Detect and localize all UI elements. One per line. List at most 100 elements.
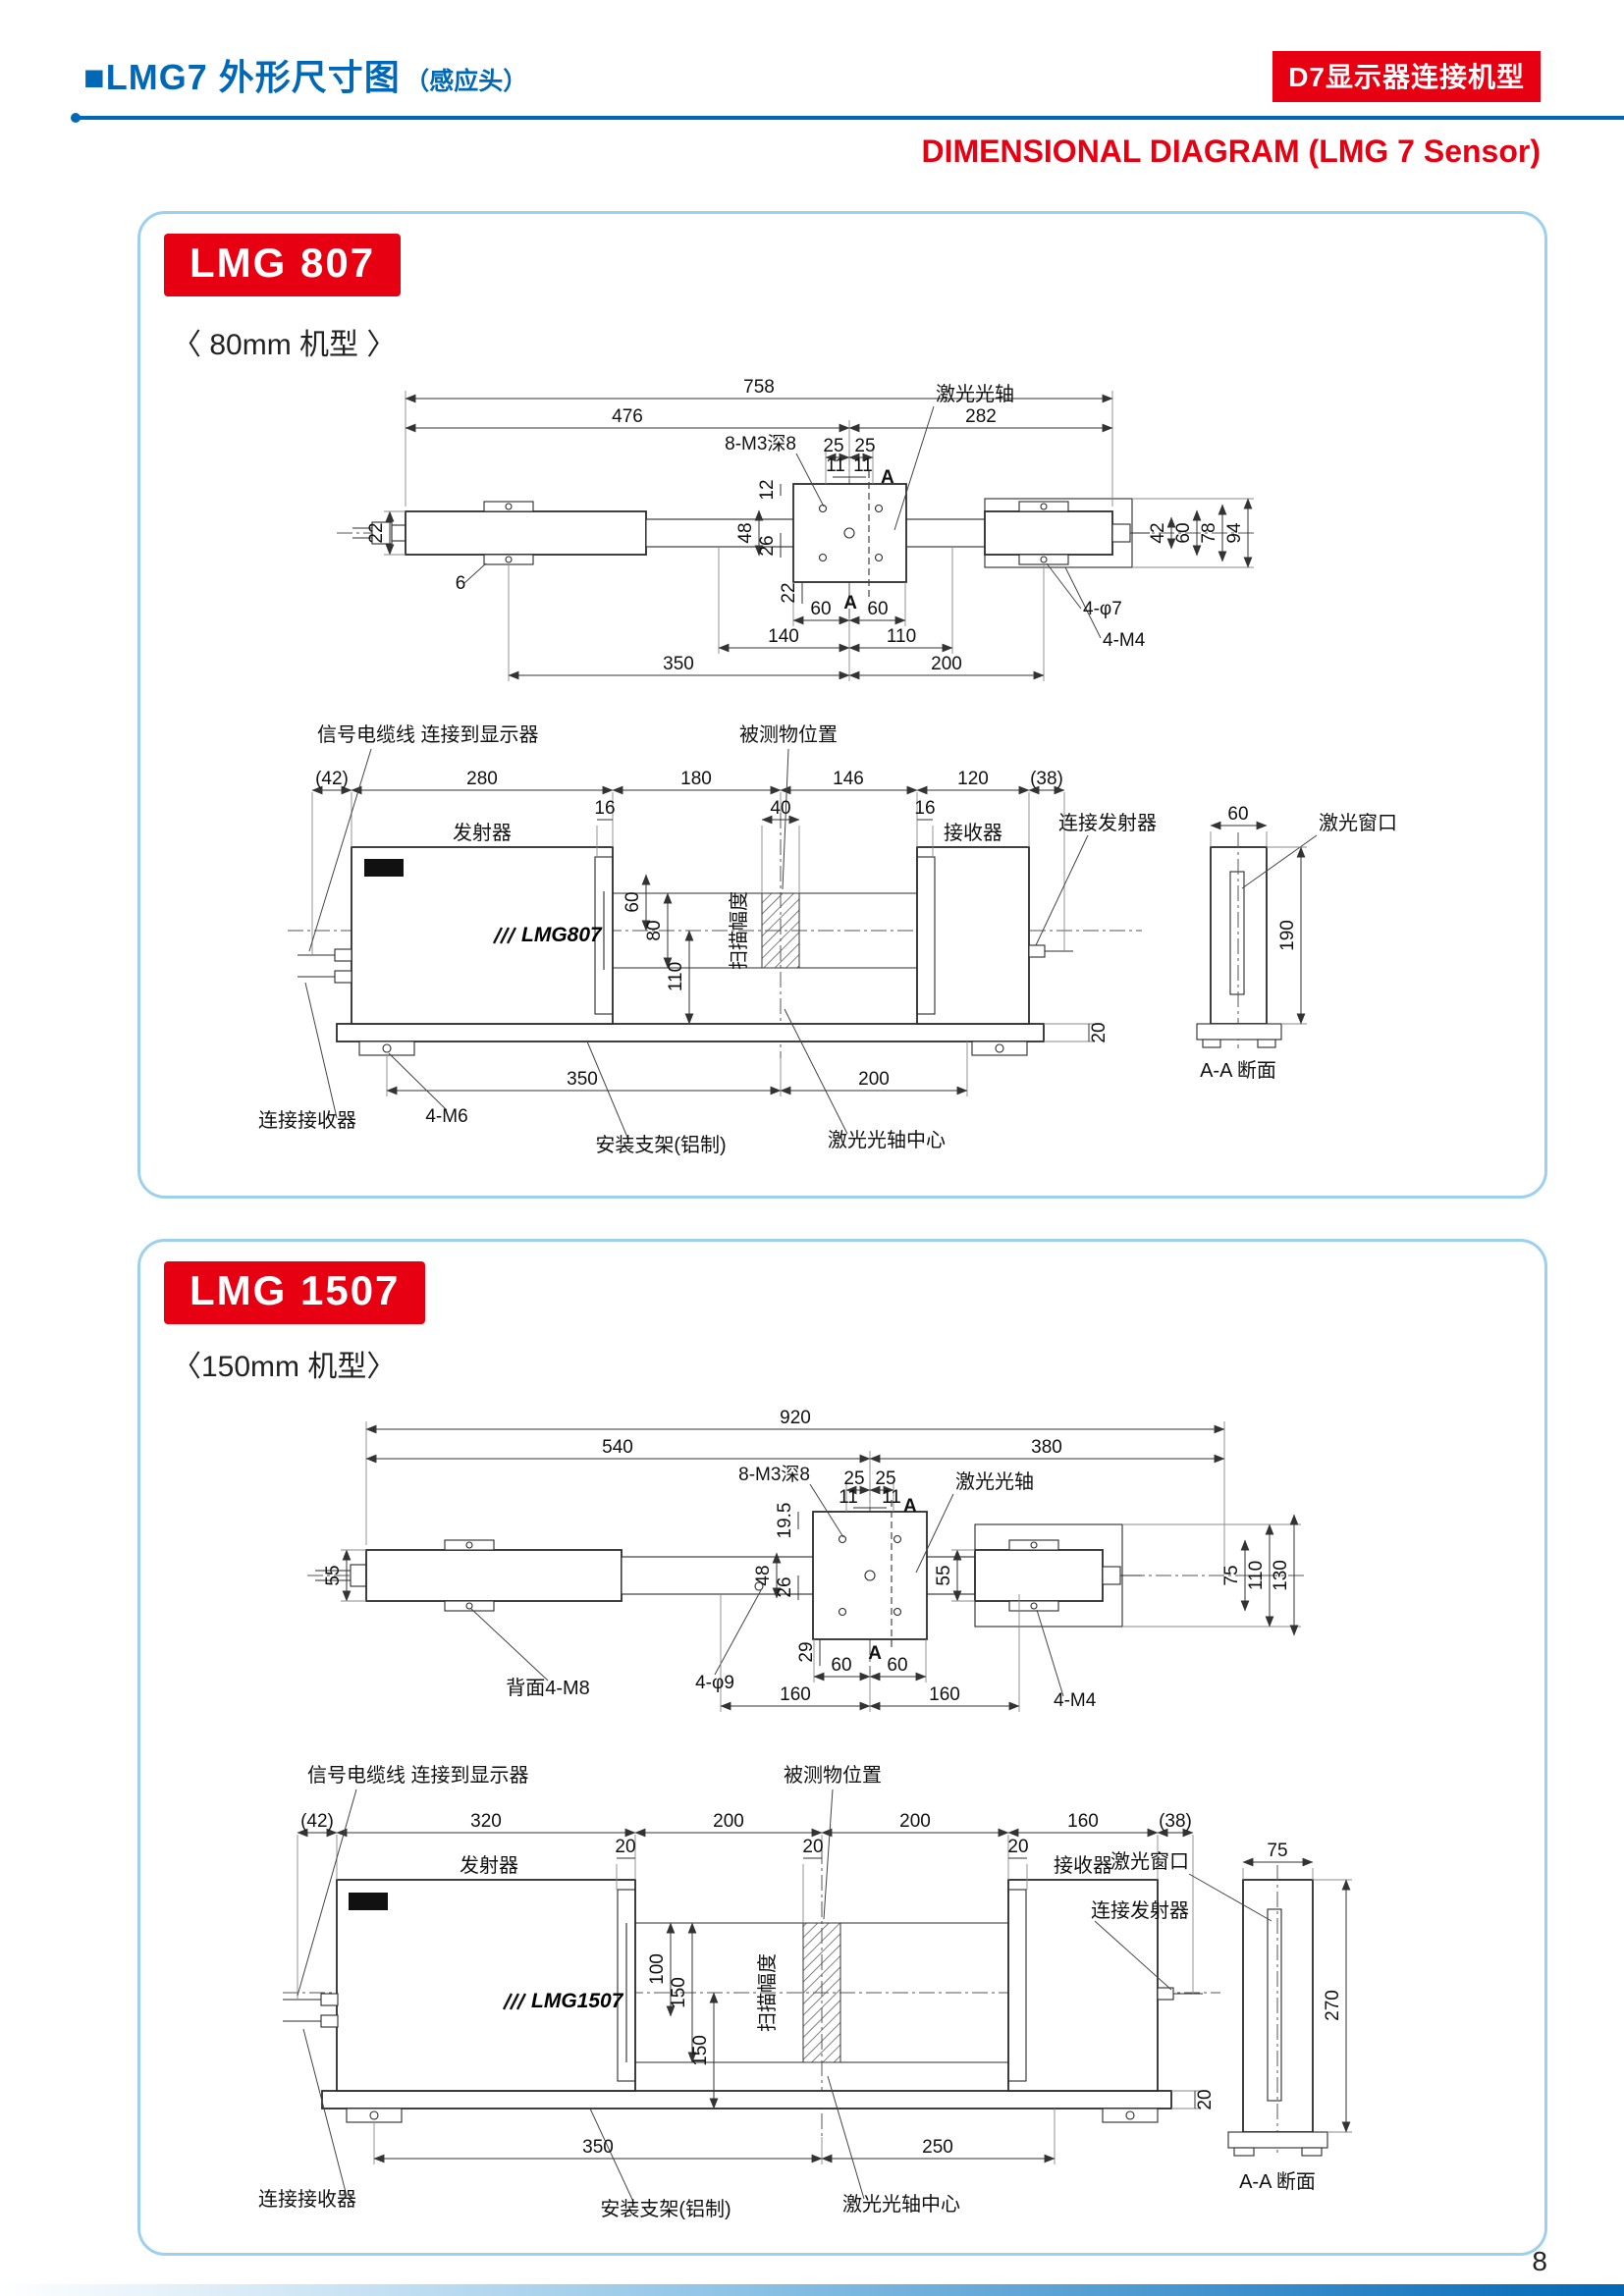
lmg807-front-outline <box>288 813 1282 1058</box>
lmg807-plan-labels: 758 476 282 激光光轴 8-M3深8 25 25 11 11 A A … <box>366 377 1245 674</box>
holes-4m4-label: 4-M4 <box>1054 1690 1097 1711</box>
dim-20-plate: 20 <box>1195 2089 1216 2109</box>
holes-4m4-label: 4-M4 <box>1103 630 1146 651</box>
header-divider <box>71 113 1624 123</box>
dim-60b: 60 <box>887 1655 907 1676</box>
laser-window-label: 激光窗口 <box>1319 812 1397 834</box>
english-subtitle: DIMENSIONAL DIAGRAM (LMG 7 Sensor) <box>921 133 1541 169</box>
holes-4phi9-label: 4-φ9 <box>695 1673 734 1693</box>
dim-476: 476 <box>612 406 643 427</box>
lmg807-subtitle: 〈 80mm 机型 〉 <box>172 329 397 361</box>
dim-38p: (38) <box>1159 1811 1192 1832</box>
back-4m8-label: 背面4-M8 <box>506 1677 590 1699</box>
section-a-top: A <box>881 467 894 488</box>
section-a-bottom: A <box>843 593 857 614</box>
dim-60-right: 60 <box>1173 522 1194 543</box>
dim-42p: (42) <box>300 1811 334 1832</box>
lmg1507-subtitle: 〈150mm 机型〉 <box>172 1351 397 1383</box>
axis-center-label: 激光光轴中心 <box>828 1129 946 1151</box>
dim-38p: (38) <box>1030 769 1063 789</box>
dim-22-left: 22 <box>366 522 387 543</box>
connect-transmitter-label: 连接发射器 <box>1058 812 1157 834</box>
mount-bracket-label: 安装支架(铝制) <box>595 1134 726 1156</box>
axis-center-label: 激光光轴中心 <box>842 2193 960 2216</box>
dim-26: 26 <box>757 535 778 556</box>
dim-11b: 11 <box>882 1487 901 1508</box>
lmg807-title-badge: LMG 807 <box>164 234 402 296</box>
dim-26: 26 <box>775 1576 795 1597</box>
dim-200a: 200 <box>713 1811 744 1832</box>
dim-110: 110 <box>1246 1561 1267 1590</box>
dim-6: 6 <box>456 573 466 594</box>
laser-axis-label: 激光光轴 <box>936 383 1014 405</box>
divider-dot-icon <box>71 113 81 123</box>
page-title: ■LMG7 外形尺寸图 （感应头） <box>83 49 527 100</box>
section-aa-label: A-A 断面 <box>1239 2170 1316 2193</box>
dim-160b: 160 <box>929 1684 960 1705</box>
lmg1507-plan-dimensions <box>341 1421 1301 1712</box>
connect-receiver-label: 连接接收器 <box>258 2188 356 2211</box>
page-title-main: ■LMG7 外形尺寸图 <box>83 57 401 97</box>
section-aa-label: A-A 断面 <box>1200 1059 1276 1082</box>
receiver-label: 接收器 <box>1054 1854 1112 1877</box>
dim-150b: 150 <box>690 2035 711 2066</box>
dim-200b: 200 <box>858 1069 890 1090</box>
dim-29: 29 <box>796 1641 817 1662</box>
model-label: LMG807 <box>521 924 603 946</box>
lmg807-front-labels: 信号电缆线 连接到显示器 被测物位置 (42) 280 180 146 120 … <box>258 723 1397 1156</box>
dim-60a: 60 <box>831 1655 851 1676</box>
connect-receiver-label: 连接接收器 <box>258 1109 356 1132</box>
holes-8m3-label: 8-M3深8 <box>738 1464 810 1485</box>
lmg1507-panel: LMG 1507 〈150mm 机型〉 <box>137 1239 1547 2256</box>
dim-25a: 25 <box>823 436 843 456</box>
dim-11a: 11 <box>839 1487 858 1508</box>
dim-48: 48 <box>735 522 756 543</box>
dim-920: 920 <box>780 1408 811 1428</box>
dim-190: 190 <box>1277 920 1298 951</box>
object-position-label: 被测物位置 <box>784 1764 882 1787</box>
dim-60a: 60 <box>810 599 831 619</box>
laser-window-label: 激光窗口 <box>1110 1850 1189 1873</box>
dim-540: 540 <box>602 1437 633 1458</box>
lmg1507-front-outline <box>283 1848 1328 2157</box>
dim-320: 320 <box>470 1811 502 1832</box>
dim-20c: 20 <box>1007 1837 1028 1857</box>
dim-80v: 80 <box>644 920 665 940</box>
dim-282: 282 <box>965 406 997 427</box>
dim-19-5: 19.5 <box>775 1503 795 1539</box>
section-a-top: A <box>903 1496 917 1517</box>
transmitter-label: 发射器 <box>453 822 512 844</box>
dim-250b: 250 <box>922 2137 953 2158</box>
dim-20b: 20 <box>802 1837 823 1857</box>
holes-4m6-label: 4-M6 <box>425 1106 467 1127</box>
dim-270: 270 <box>1323 1990 1343 2021</box>
dim-55-right: 55 <box>934 1565 954 1585</box>
dim-16a: 16 <box>594 798 615 819</box>
dim-20-plate: 20 <box>1089 1022 1110 1042</box>
dim-146: 146 <box>833 769 864 789</box>
dim-160a: 160 <box>780 1684 811 1705</box>
model-type-badge: D7显示器连接机型 <box>1272 51 1541 102</box>
dim-11b: 11 <box>853 455 873 476</box>
dim-130: 130 <box>1271 1560 1291 1591</box>
dim-22-center: 22 <box>779 582 799 603</box>
lmg1507-front-view: 信号电缆线 连接到显示器 被测物位置 (42) 320 200 200 160 … <box>258 1764 1352 2220</box>
object-position-label: 被测物位置 <box>739 723 838 746</box>
mount-bracket-label: 安装支架(铝制) <box>600 2198 731 2220</box>
dim-78: 78 <box>1199 522 1219 543</box>
lmg807-plan-view: 758 476 282 激光光轴 8-M3深8 25 25 11 11 A A … <box>337 377 1255 681</box>
dim-25b: 25 <box>875 1468 895 1489</box>
dim-140: 140 <box>768 626 799 647</box>
dim-110: 110 <box>887 626 916 647</box>
dim-25b: 25 <box>854 436 875 456</box>
dim-280: 280 <box>466 769 498 789</box>
dim-60v: 60 <box>623 891 643 912</box>
lmg807-front-dimensions <box>304 748 1318 1141</box>
lmg1507-plan-outline <box>307 1480 1304 1675</box>
connect-transmitter-label: 连接发射器 <box>1091 1899 1189 1922</box>
dim-150a: 150 <box>669 1977 689 2008</box>
dim-350b: 350 <box>567 1069 598 1090</box>
dim-60b: 60 <box>867 599 888 619</box>
holes-8m3-label: 8-M3深8 <box>725 433 796 454</box>
model-logo-slashes <box>492 927 517 944</box>
